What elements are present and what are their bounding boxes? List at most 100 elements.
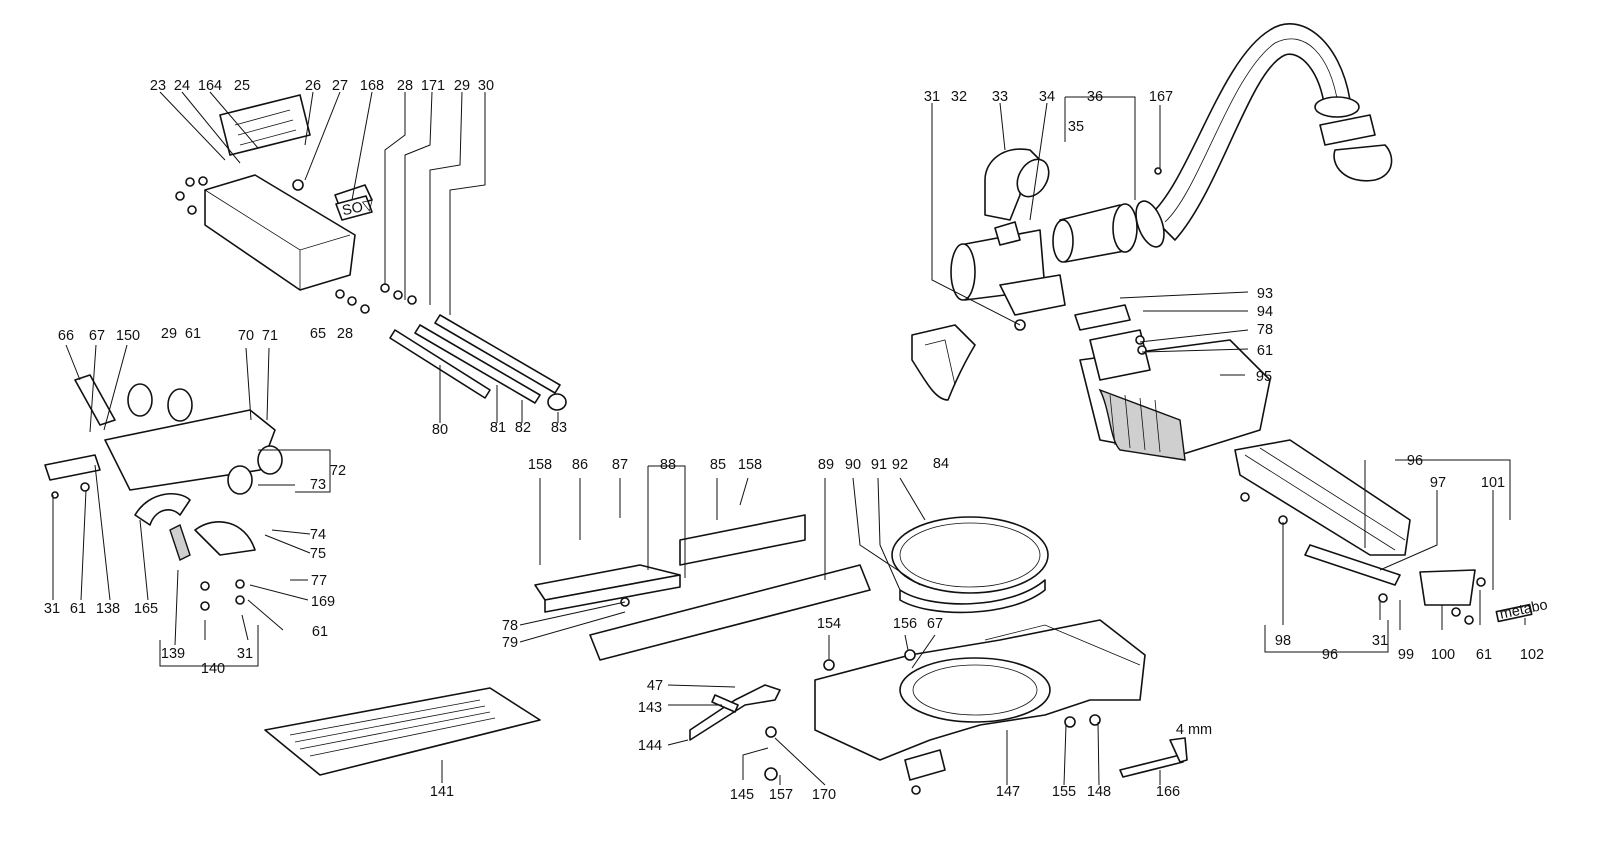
label-29-left: 29 [161,326,177,342]
label-138: 138 [96,601,120,617]
label-86: 86 [572,457,588,473]
label-80: 80 [432,422,448,438]
label-168: 168 [360,78,384,94]
label-89: 89 [818,457,834,473]
label-166: 166 [1156,784,1180,800]
label-96-top: 96 [1407,453,1423,469]
label-165: 165 [134,601,158,617]
label-90: 90 [845,457,861,473]
label-71: 71 [262,328,278,344]
label-169: 169 [311,594,335,610]
label-88: 88 [660,457,676,473]
guide-part [911,324,976,401]
label-47: 47 [647,678,663,694]
left-housing [44,374,283,495]
label-28-mid: 28 [337,326,353,342]
label-139: 139 [161,646,185,662]
label-144: 144 [638,738,662,754]
top-bracket [204,94,373,291]
callout-labels: 23 24 164 25 26 27 168 28 171 29 30 29 6… [44,78,1544,803]
sticker-text: SO▽ [341,197,377,220]
label-73: 73 [310,477,326,493]
label-97: 97 [1430,475,1446,491]
label-143: 143 [638,700,662,716]
label-26: 26 [305,78,321,94]
label-83: 83 [551,420,567,436]
label-31-mid: 31 [237,646,253,662]
label-34: 34 [1039,89,1055,105]
label-150: 150 [116,328,140,344]
label-98: 98 [1275,633,1291,649]
extension-rail [1234,439,1533,623]
saw-base [814,619,1146,781]
label-31-left: 31 [44,601,60,617]
label-85: 85 [710,457,726,473]
label-70: 70 [238,328,254,344]
sticker-168: SO▽ [335,195,377,221]
label-154: 154 [817,616,841,632]
hex-key [1119,737,1188,778]
small-hardware [51,167,1486,795]
label-77: 77 [311,573,327,589]
label-61-far-right: 61 [1476,647,1492,663]
rods [389,314,567,411]
label-66: 66 [58,328,74,344]
label-67-left: 67 [89,328,105,344]
label-75: 75 [310,546,326,562]
label-164: 164 [198,78,222,94]
label-145: 145 [730,787,754,803]
label-79: 79 [502,635,518,651]
label-30: 30 [478,78,494,94]
dust-chute [1074,304,1271,461]
label-74: 74 [310,527,326,543]
label-32: 32 [951,89,967,105]
label-65: 65 [310,326,326,342]
label-23: 23 [150,78,166,94]
label-95: 95 [1256,369,1272,385]
label-31-right: 31 [1372,633,1388,649]
label-171: 171 [421,78,445,94]
label-78-right: 78 [1257,322,1273,338]
dust-adapter [950,148,1138,316]
label-25: 25 [234,78,250,94]
label-84: 84 [933,456,949,472]
label-92: 92 [892,457,908,473]
label-61-mid: 61 [312,624,328,640]
label-96-bottom: 96 [1322,647,1338,663]
label-67-mid: 67 [927,616,943,632]
label-148: 148 [1087,784,1111,800]
label-158-right: 158 [738,457,762,473]
label-93: 93 [1257,286,1273,302]
label-141: 141 [430,784,454,800]
label-29-top: 29 [454,78,470,94]
brand-plate-text: metabo [1498,597,1549,623]
turntable-ring [891,516,1049,614]
label-99: 99 [1398,647,1414,663]
label-140: 140 [201,661,225,677]
label-170: 170 [812,787,836,803]
label-94: 94 [1257,304,1273,320]
instruction-plate [264,687,541,776]
label-72: 72 [330,463,346,479]
label-61-top: 61 [185,326,201,342]
fences [534,514,871,661]
label-35: 35 [1068,119,1084,135]
label-81: 81 [490,420,506,436]
label-91: 91 [871,457,887,473]
label-87: 87 [612,457,628,473]
label-31-top: 31 [924,89,940,105]
label-147: 147 [996,784,1020,800]
leader-lines [52,91,1526,786]
label-156: 156 [893,616,917,632]
dust-hose [1135,23,1393,248]
label-wrench-size: 4 mm [1176,722,1212,738]
label-61-left: 61 [70,601,86,617]
label-28-top: 28 [397,78,413,94]
label-33: 33 [992,89,1008,105]
label-167: 167 [1149,89,1173,105]
label-36: 36 [1087,89,1103,105]
label-24: 24 [174,78,190,94]
clamp-lever [689,684,781,741]
label-61-right: 61 [1257,343,1273,359]
